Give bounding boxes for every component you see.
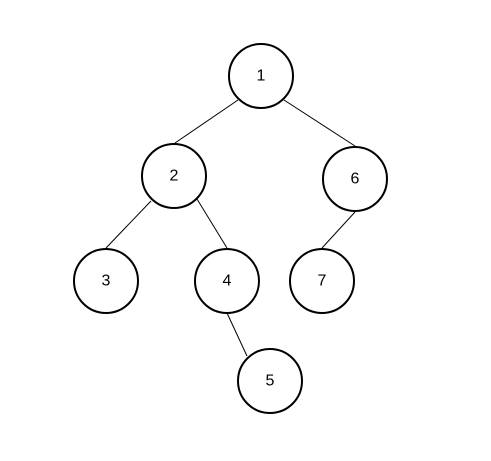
edge-4-5	[226, 312, 248, 357]
node-label: 6	[351, 171, 360, 188]
tree-node-1: 1	[228, 43, 294, 109]
node-circle	[141, 143, 207, 209]
node-circle	[237, 348, 303, 414]
edge-6-7	[321, 211, 356, 249]
edge-1-6	[283, 99, 356, 147]
tree-node-4: 4	[194, 248, 260, 314]
node-label: 7	[318, 273, 327, 290]
node-label: 5	[266, 373, 275, 390]
node-circle	[322, 146, 388, 212]
node-label: 1	[257, 68, 266, 85]
node-circle	[194, 248, 260, 314]
node-label: 3	[102, 273, 111, 290]
node-label: 2	[170, 168, 179, 185]
tree-node-2: 2	[141, 143, 207, 209]
edge-2-4	[196, 198, 228, 249]
edge-2-3	[105, 200, 152, 249]
node-circle	[73, 248, 139, 314]
tree-node-6: 6	[322, 146, 388, 212]
tree-node-5: 5	[237, 348, 303, 414]
tree-node-7: 7	[289, 248, 355, 314]
tree-node-3: 3	[73, 248, 139, 314]
node-label: 4	[223, 273, 232, 290]
edge-1-2	[174, 99, 239, 144]
node-circle	[228, 43, 294, 109]
node-circle	[289, 248, 355, 314]
